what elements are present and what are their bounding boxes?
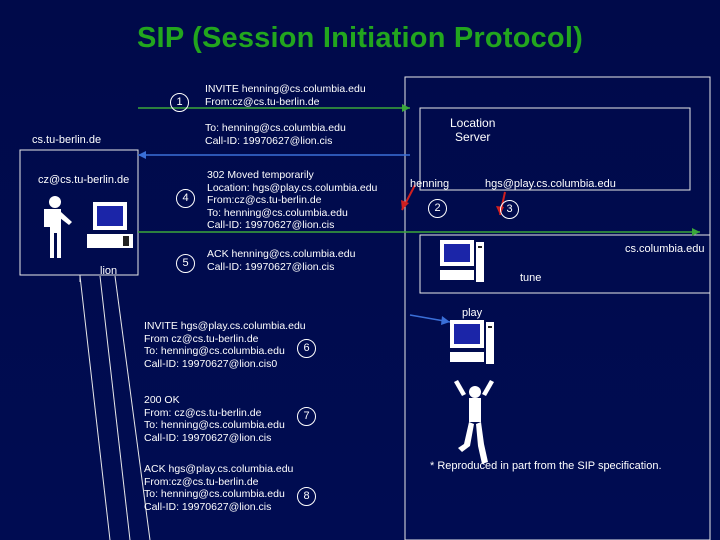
msg-1-line: INVITE henning@cs.columbia.edu (205, 83, 366, 95)
arrow-2-head (401, 200, 409, 210)
footnote: * Reproduced in part from the SIP specif… (430, 460, 662, 472)
right-region-box (404, 76, 711, 540)
step-circle-5: 5 (176, 254, 195, 273)
msg-4-line: Call-ID: 19970627@lion.cis (207, 219, 335, 231)
msg-7-line: 200 OK (144, 394, 180, 406)
person-icon (44, 196, 72, 258)
left-domain-box (19, 149, 139, 276)
msg-6-line: From cz@cs.tu-berlin.de (144, 332, 259, 345)
page-title: SIP (Session Initiation Protocol) (137, 22, 583, 54)
step-circle-7: 7 (297, 407, 316, 426)
step-circle-3: 3 (500, 200, 519, 219)
msg-5: ACK henning@cs.columbia.edu Call-ID: 199… (207, 248, 355, 273)
dancing-person-icon (454, 380, 494, 464)
computer-icon (450, 320, 494, 364)
diag-line-3 (79, 275, 111, 540)
step-circle-2: 2 (428, 199, 447, 218)
computer-icon (440, 240, 484, 282)
msg-5-line: Call-ID: 19970627@lion.cis (207, 260, 335, 273)
msg-1b-line: Call-ID: 19970627@lion.cis (205, 134, 333, 147)
msg-8-line: From:cz@cs.tu-berlin.de (144, 475, 259, 488)
arrow-play-head (441, 316, 450, 325)
henning-label: henning (410, 178, 450, 190)
msg-8-line: Call-ID: 19970627@lion.cis (144, 500, 272, 513)
step-circle-1: 1 (170, 93, 189, 112)
msg-8-line: To: henning@cs.columbia.edu (144, 488, 285, 500)
step-circle-6: 6 (297, 339, 316, 358)
msg-1: INVITE henning@cs.columbia.edu From:cz@c… (205, 83, 366, 108)
msg-1-line: From:cz@cs.tu-berlin.de (205, 95, 320, 108)
msg-4-line: Location: hgs@play.cs.columbia.edu (207, 181, 378, 194)
arrow-5-head (692, 228, 700, 236)
msg-7: 200 OK From: cz@cs.tu-berlin.de To: henn… (144, 394, 285, 444)
step-circle-8: 8 (297, 487, 316, 506)
msg-6-line: INVITE hgs@play.cs.columbia.edu (144, 320, 306, 332)
host-play-label: play (462, 307, 483, 319)
msg-6-line: To: henning@cs.columbia.edu (144, 345, 285, 357)
host-lion-label: lion (100, 265, 118, 277)
msg-1b: To: henning@cs.columbia.edu Call-ID: 199… (205, 122, 346, 147)
msg-4-line: From:cz@cs.tu-berlin.de (207, 194, 322, 206)
user-left-label: cz@cs.tu-berlin.de (38, 174, 130, 186)
msg-4: 302 Moved temporarily Location: hgs@play… (207, 169, 377, 232)
domain-right-label: cs.columbia.edu (625, 243, 705, 255)
arrow-1-head (402, 104, 410, 112)
arrow-4-head (138, 151, 146, 159)
msg-7-line: Call-ID: 19970627@lion.cis (144, 431, 272, 444)
location-server-label: Location Server (450, 116, 496, 144)
msg-6: INVITE hgs@play.cs.columbia.edu From cz@… (144, 320, 306, 370)
msg-6-line: Call-ID: 19970627@lion.cis0 (144, 357, 278, 370)
hgs-address-label: hgs@play.cs.columbia.edu (485, 178, 616, 190)
msg-1b-line: To: henning@cs.columbia.edu (205, 122, 346, 134)
msg-7-line: From: cz@cs.tu-berlin.de (144, 406, 262, 419)
columbia-box (419, 234, 711, 294)
msg-8: ACK hgs@play.cs.columbia.edu From:cz@cs.… (144, 463, 293, 513)
host-tune-label: tune (520, 272, 542, 284)
diag-line-2 (99, 275, 131, 540)
computer-icon (87, 202, 133, 248)
domain-left-label: cs.tu-berlin.de (32, 134, 102, 146)
msg-7-line: To: henning@cs.columbia.edu (144, 419, 285, 431)
msg-5-line: ACK henning@cs.columbia.edu (207, 248, 356, 260)
msg-4-line: 302 Moved temporarily (207, 169, 314, 181)
location-server-box (419, 107, 691, 191)
msg-4-line: To: henning@cs.columbia.edu (207, 206, 348, 219)
msg-8-line: ACK hgs@play.cs.columbia.edu (144, 463, 294, 475)
diag-line-1 (114, 275, 151, 540)
step-circle-4: 4 (176, 189, 195, 208)
